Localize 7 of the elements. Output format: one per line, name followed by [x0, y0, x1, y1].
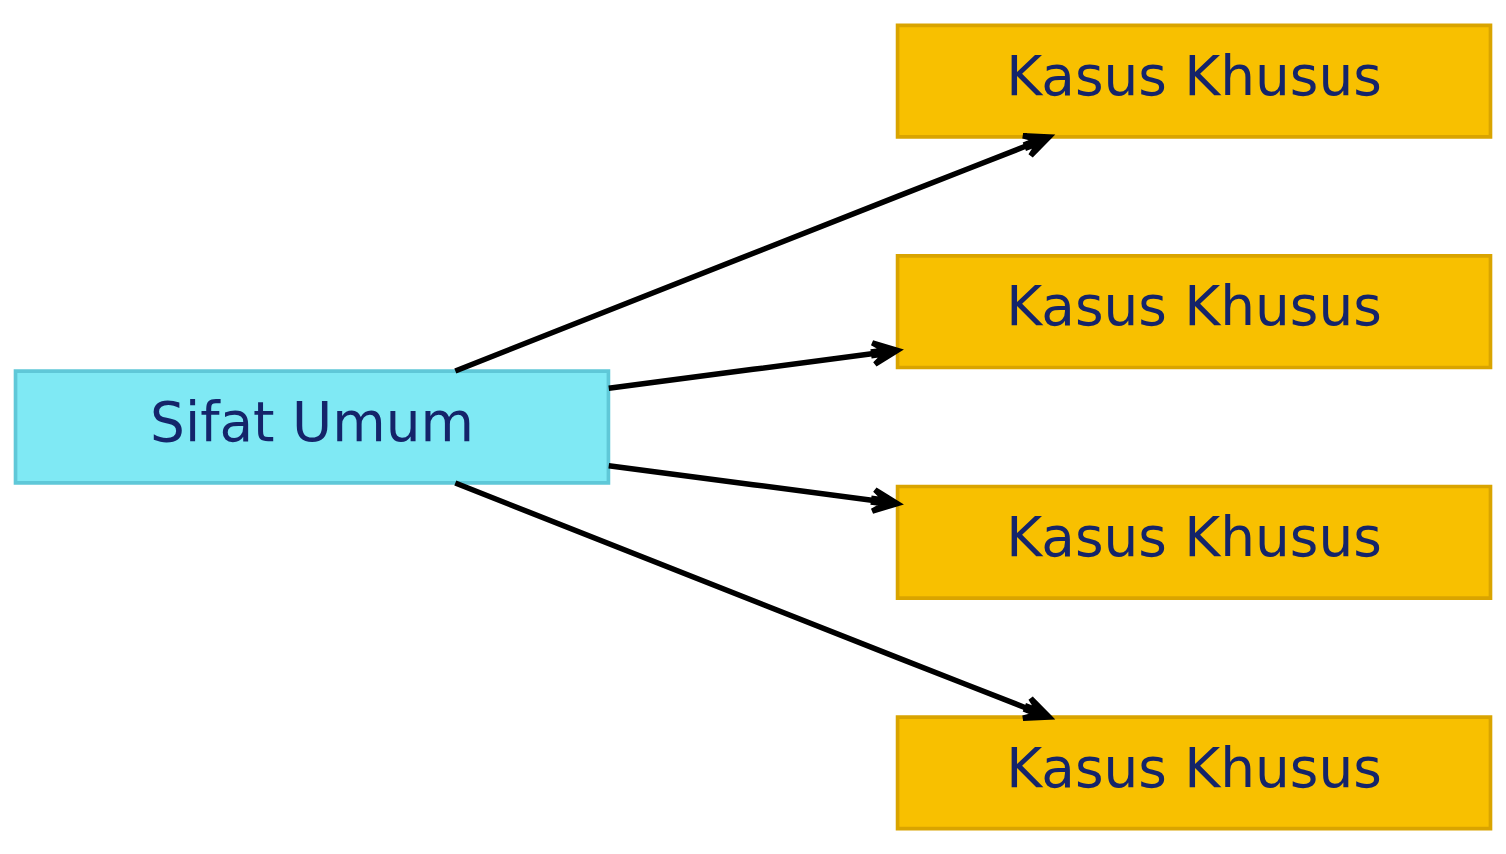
arrow — [608, 340, 901, 392]
node-box: Kasus Khusus — [895, 23, 1493, 139]
node-box: Kasus Khusus — [895, 484, 1493, 600]
arrow — [608, 462, 901, 514]
node-box: Kasus Khusus — [895, 254, 1493, 370]
node-box: Sifat Umum — [13, 369, 611, 485]
node-box: Kasus Khusus — [895, 715, 1493, 831]
